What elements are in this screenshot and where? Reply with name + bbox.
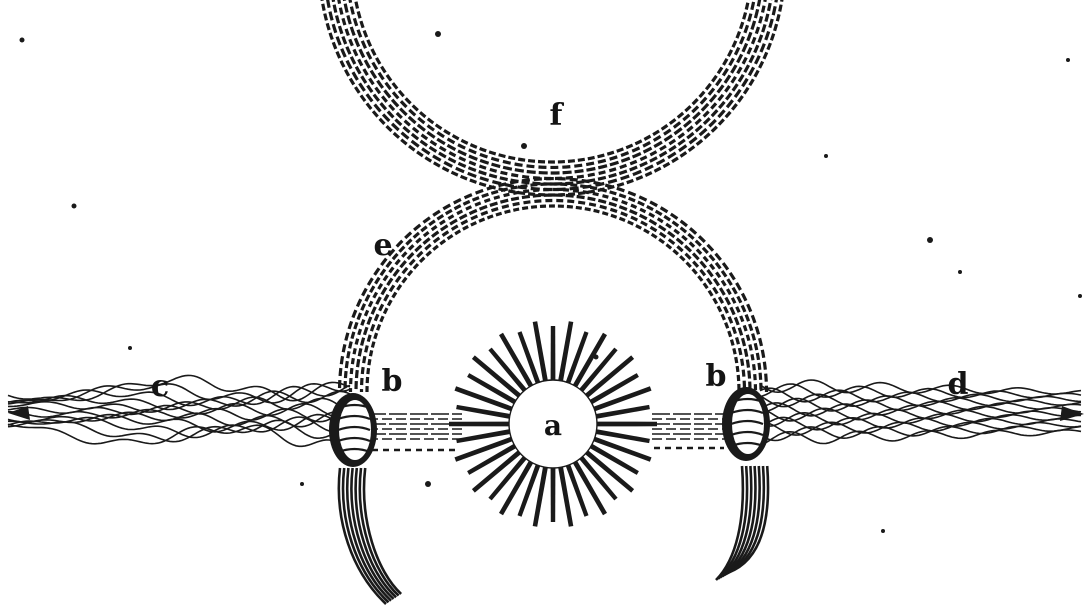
label-e: e bbox=[373, 231, 392, 261]
sun-ray bbox=[449, 422, 509, 427]
tuft-c-fiber bbox=[8, 375, 350, 400]
ink-speck bbox=[958, 270, 962, 274]
label-a: a bbox=[544, 411, 562, 441]
label-b-right: b bbox=[706, 362, 727, 392]
ink-speck bbox=[1066, 58, 1070, 62]
arc-f-stroke bbox=[347, 0, 758, 167]
tuft-c-fiber bbox=[8, 424, 350, 450]
ink-speck bbox=[128, 346, 132, 350]
left-tuft-c bbox=[8, 375, 350, 450]
ink-speck bbox=[435, 31, 441, 37]
arc-f-stroke bbox=[352, 0, 752, 162]
label-d: d bbox=[948, 370, 969, 400]
ink-speck bbox=[72, 204, 77, 209]
arc-f-stroke bbox=[336, 0, 769, 179]
ink-speck bbox=[927, 237, 933, 243]
label-b-left: b bbox=[382, 367, 403, 397]
ink-speck bbox=[425, 481, 431, 487]
ink-speck bbox=[300, 482, 304, 486]
ink-speck bbox=[824, 154, 828, 158]
ink-speck bbox=[1078, 294, 1082, 298]
sun-ray bbox=[597, 422, 657, 427]
label-c: c bbox=[151, 372, 169, 402]
sun-ray bbox=[551, 468, 556, 522]
ink-speck bbox=[521, 143, 527, 149]
label-f: f bbox=[550, 101, 563, 131]
ink-speck bbox=[594, 355, 599, 360]
ink-speck bbox=[20, 38, 25, 43]
tuft-d-tip bbox=[1060, 406, 1084, 421]
sun-ray bbox=[551, 326, 556, 380]
arc-f-stroke bbox=[330, 0, 774, 184]
tuft-d-fiber bbox=[760, 380, 1081, 394]
right-tuft-d bbox=[760, 380, 1084, 445]
ink-speck bbox=[881, 529, 885, 533]
arc-f-stroke bbox=[341, 0, 763, 173]
